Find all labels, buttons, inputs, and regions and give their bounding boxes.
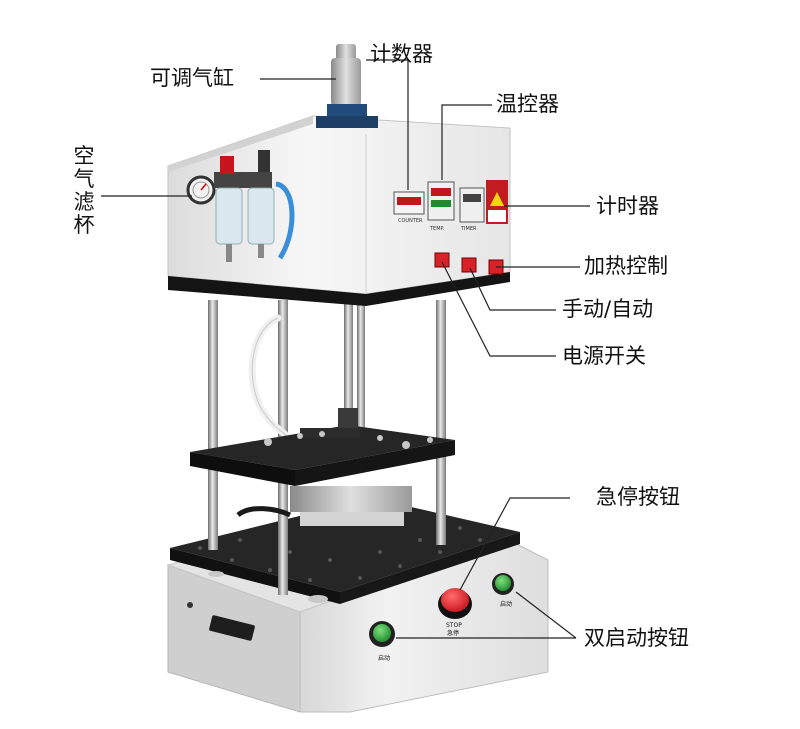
temp-caption: TEMP.	[429, 226, 445, 232]
callout-counter: 计数器	[370, 42, 433, 66]
base-plate	[170, 498, 520, 604]
leader-temp	[441, 104, 492, 180]
stop-label-en: STOP	[446, 622, 462, 629]
callout-power-switch: 电源开关	[562, 344, 646, 368]
air-filter-unit	[186, 150, 295, 262]
callout-air-filter-char-1: 空	[73, 144, 95, 168]
callout-cylinder: 可调气缸	[150, 66, 234, 90]
callout-air-filter-char-3: 滤	[73, 190, 95, 214]
middle-platen	[190, 408, 455, 526]
leader-counter	[366, 59, 409, 190]
callout-manual-auto: 手动/自动	[562, 297, 654, 321]
callout-timer: 计时器	[596, 194, 659, 218]
top-head-box	[167, 115, 511, 306]
cabinet-buttons: STOP 急停 启动 启动	[369, 573, 514, 662]
leader-power	[441, 261, 556, 357]
leader-manual	[469, 267, 556, 311]
adjustable-cylinder	[316, 44, 378, 128]
start-left-cn: 启动	[378, 654, 390, 662]
counter-caption: COUNTER	[398, 218, 423, 224]
callout-heating-control: 加热控制	[584, 254, 668, 278]
callout-dual-start: 双启动按钮	[584, 626, 689, 650]
callout-air-filter: 空 气 滤 杯	[72, 145, 96, 237]
stop-label-cn: 急停	[447, 629, 459, 637]
start-right-cn: 启动	[500, 600, 512, 608]
leader-lines	[101, 59, 590, 639]
callout-temp-controller: 温控器	[496, 92, 559, 116]
callout-emergency-stop: 急停按钮	[596, 485, 680, 509]
control-panel: COUNTER TEMP. TIMER	[393, 180, 508, 275]
leader-start-right	[515, 591, 577, 639]
timer-caption: TIMER	[460, 226, 477, 232]
callout-air-filter-char-2: 气	[73, 167, 95, 191]
leader-estop	[459, 497, 570, 591]
callout-air-filter-char-4: 杯	[73, 213, 95, 237]
